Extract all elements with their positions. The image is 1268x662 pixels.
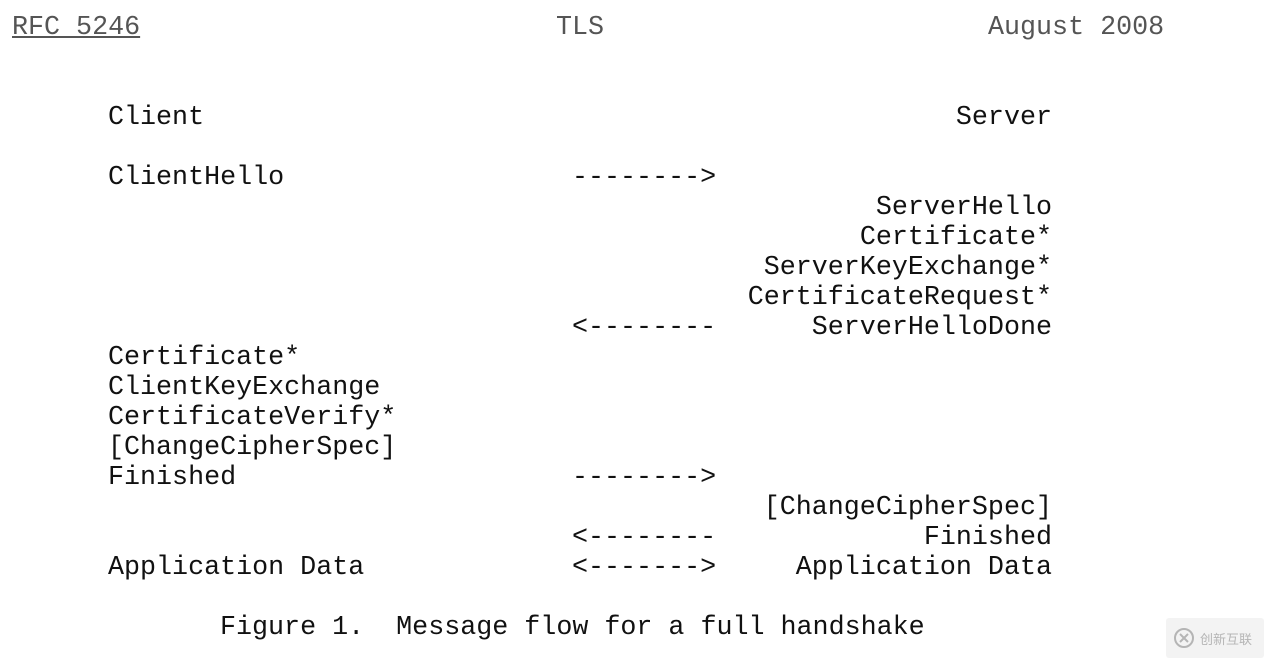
- server-message: ServerHello: [875, 193, 1052, 223]
- server-message: Finished: [923, 523, 1052, 553]
- flow-arrow: <--------: [572, 523, 717, 553]
- figure-caption: Figure 1. Message flow for a full handsh…: [220, 613, 925, 643]
- flow-arrow: <------->: [572, 553, 717, 583]
- client-message: Certificate*: [108, 343, 301, 373]
- flow-arrow: -------->: [572, 463, 717, 493]
- client-message: [ChangeCipherSpec]: [108, 433, 397, 463]
- server-message: [ChangeCipherSpec]: [763, 493, 1052, 523]
- flow-arrow: <--------: [572, 313, 717, 343]
- server-message: Certificate*: [859, 223, 1052, 253]
- server-message: ServerKeyExchange*: [763, 253, 1052, 283]
- watermark-logo: 创新互联: [1166, 618, 1264, 658]
- client-column-heading: Client: [108, 103, 205, 133]
- watermark-text: 创新互联: [1200, 632, 1253, 648]
- client-message: ClientKeyExchange: [108, 373, 381, 403]
- header-title: TLS: [556, 13, 605, 43]
- client-message: Application Data: [108, 553, 365, 583]
- server-message: ServerHelloDone: [811, 313, 1052, 343]
- client-message: Finished: [108, 463, 237, 493]
- brand-logo-icon: [1172, 626, 1196, 650]
- rfc-number-link[interactable]: RFC 5246: [12, 13, 141, 43]
- client-message: CertificateVerify*: [108, 403, 397, 433]
- header-date: August 2008: [988, 13, 1165, 43]
- server-column-heading: Server: [955, 103, 1052, 133]
- server-message: Application Data: [795, 553, 1052, 583]
- server-message: CertificateRequest*: [747, 283, 1052, 313]
- client-message: ClientHello: [108, 163, 285, 193]
- flow-arrow: -------->: [572, 163, 717, 193]
